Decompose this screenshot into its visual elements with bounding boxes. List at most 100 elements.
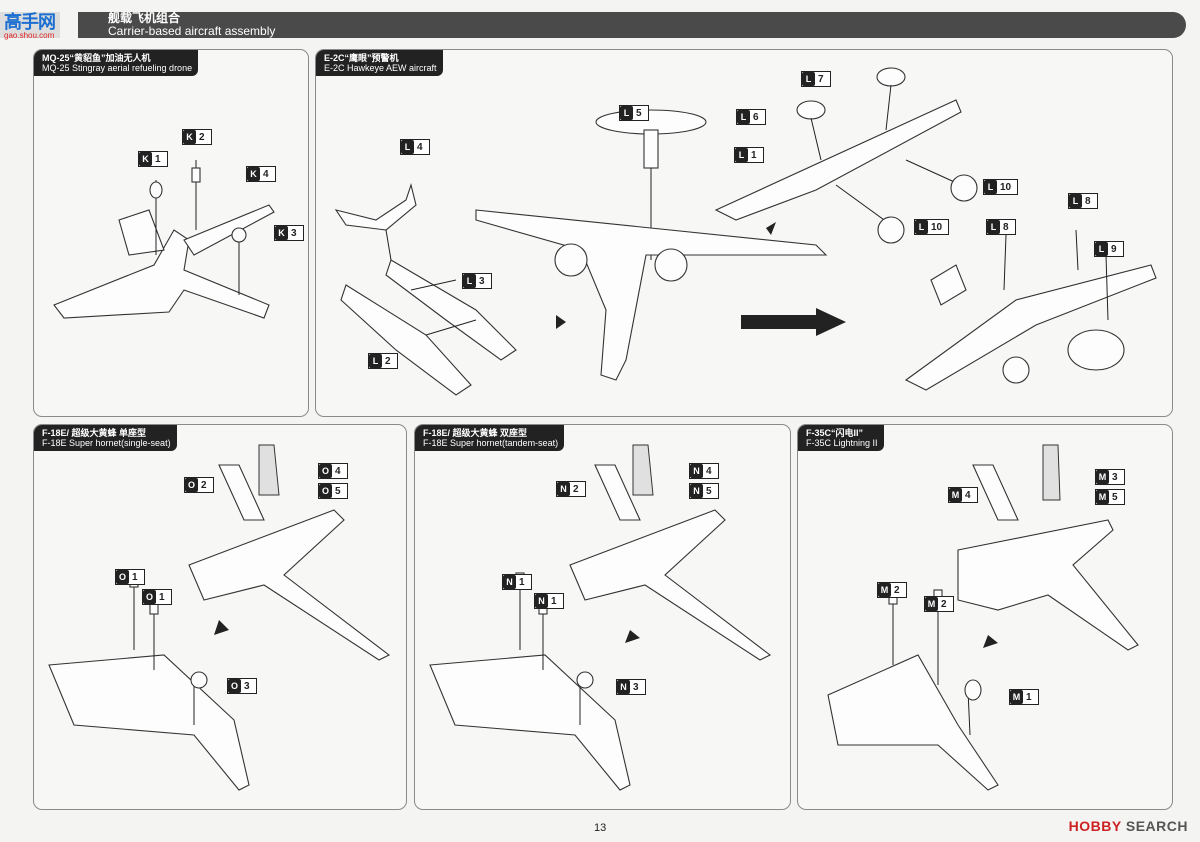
part-letter: M (878, 583, 891, 597)
part-number: 4 (263, 168, 269, 180)
panel-title-en: MQ-25 Stingray aerial refueling drone (42, 63, 193, 73)
panel-title-en: F-35C Lightning II (806, 438, 878, 448)
part-letter: L (463, 274, 476, 288)
part-number: 1 (155, 153, 161, 165)
part-number: 5 (335, 485, 341, 497)
part-number: 4 (706, 465, 712, 477)
part-letter: N (557, 482, 570, 496)
part-letter: N (535, 594, 548, 608)
part-number: 8 (1085, 195, 1091, 207)
part-number: 3 (244, 680, 250, 692)
panel-f18e-tandem: F-18E/ 超级大黄蜂 双座型 F-18E Super hornet(tand… (414, 424, 791, 810)
panel-title-en: F-18E Super hornet(tandem-seat) (423, 438, 559, 448)
panel-title-zh: MQ-25“黄貂鱼”加油无人机 (42, 53, 151, 63)
part-letter: N (617, 680, 630, 694)
hobbysearch-watermark: HOBBY SEARCH (1069, 818, 1188, 834)
part-letter: O (185, 478, 198, 492)
panel-tag: E-2C“鹰眼”预警机 E-2C Hawkeye AEW aircraft (316, 50, 443, 76)
part-letter: L (737, 110, 750, 124)
part-number: 1 (132, 571, 138, 583)
e2c-drawing (334, 67, 1157, 396)
part-number: 6 (753, 111, 759, 123)
part-letter: M (949, 488, 962, 502)
part-letter: K (247, 167, 260, 181)
panel-mq25: MQ-25“黄貂鱼”加油无人机 MQ-25 Stingray aerial re… (33, 49, 309, 417)
part-letter: K (183, 130, 196, 144)
part-letter: N (690, 464, 703, 478)
part-number: 1 (751, 149, 757, 161)
part-letter: L (915, 220, 928, 234)
part-letter: L (620, 106, 633, 120)
part-number: 4 (335, 465, 341, 477)
part-letter: N (503, 575, 516, 589)
part-number: 5 (706, 485, 712, 497)
part-number: 3 (1112, 471, 1118, 483)
f18e-tandem-drawing (429, 444, 772, 791)
panel-tag: MQ-25“黄貂鱼”加油无人机 MQ-25 Stingray aerial re… (34, 50, 199, 76)
logo-mark: 高手网 (4, 12, 56, 33)
panel-title-en: F-18E Super hornet(single-seat) (42, 438, 171, 448)
part-number: 2 (201, 479, 207, 491)
panel-title-zh: F-18E/ 超级大黄蜂 单座型 (42, 428, 147, 438)
part-number: 5 (1112, 491, 1118, 503)
part-letter: L (735, 148, 748, 162)
part-number: 10 (931, 221, 943, 233)
part-number: 2 (894, 584, 900, 596)
part-letter: O (143, 590, 156, 604)
part-number: 1 (1026, 691, 1032, 703)
part-letter: L (1095, 242, 1108, 256)
part-letter: O (319, 464, 332, 478)
part-number: 1 (159, 591, 165, 603)
header-title-zh: 舰载飞机组合 (108, 11, 181, 25)
part-number: 3 (479, 275, 485, 287)
part-letter: L (1069, 194, 1082, 208)
f18e-single-drawing (48, 444, 391, 791)
part-number: 1 (551, 595, 557, 607)
part-number: 7 (818, 73, 824, 85)
part-letter: M (1096, 470, 1109, 484)
part-number: 4 (965, 489, 971, 501)
part-number: 2 (941, 598, 947, 610)
part-letter: M (1096, 490, 1109, 504)
panel-e2c: E-2C“鹰眼”预警机 E-2C Hawkeye AEW aircraft (315, 49, 1173, 417)
part-number: 5 (636, 107, 642, 119)
part-letter: L (987, 220, 1000, 234)
brand-part-a: HOBBY (1068, 818, 1122, 834)
part-letter: O (116, 570, 129, 584)
part-number: 3 (291, 227, 297, 239)
panel-tag: F-18E/ 超级大黄蜂 单座型 F-18E Super hornet(sing… (34, 425, 177, 451)
part-letter: M (1010, 690, 1023, 704)
part-number: 3 (633, 681, 639, 693)
part-letter: O (228, 679, 241, 693)
part-number: 2 (199, 131, 205, 143)
panel-tag: F-18E/ 超级大黄蜂 双座型 F-18E Super hornet(tand… (415, 425, 565, 451)
part-number: 10 (1000, 181, 1012, 193)
part-letter: K (275, 226, 288, 240)
f35c-drawing (827, 444, 1139, 791)
